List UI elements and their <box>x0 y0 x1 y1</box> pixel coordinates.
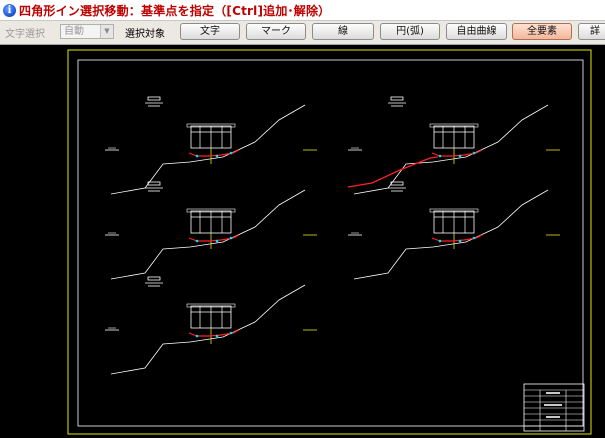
info-icon: i <box>3 3 16 17</box>
circle-arc-button[interactable]: 円(弧) <box>380 23 440 40</box>
title-bar: i 四角形イン選択移動：基準点を指定（[Ctrl]追加･解除） <box>0 0 605 21</box>
text-select-combo[interactable]: 自動 ▼ <box>60 24 114 39</box>
detail-button[interactable]: 詳 <box>578 23 605 40</box>
text-select-label: 文字選択 <box>5 29 45 40</box>
line-button[interactable]: 線 <box>312 23 374 40</box>
all-elements-button[interactable]: 全要素 <box>512 23 572 40</box>
cad-canvas[interactable] <box>0 45 605 438</box>
text-select-value: 自動 <box>64 26 84 37</box>
mark-button[interactable]: マーク <box>246 23 306 40</box>
window-title: 四角形イン選択移動：基準点を指定（[Ctrl]追加･解除） <box>19 3 331 18</box>
toolbar: 文字選択 自動 ▼ 選択対象 文字 マーク 線 円(弧) 自由曲線 全要素 詳 <box>0 21 605 45</box>
chevron-down-icon[interactable]: ▼ <box>100 25 113 38</box>
text-button[interactable]: 文字 <box>180 23 240 40</box>
select-target-label: 選択対象 <box>125 29 165 40</box>
free-curve-button[interactable]: 自由曲線 <box>446 23 507 40</box>
